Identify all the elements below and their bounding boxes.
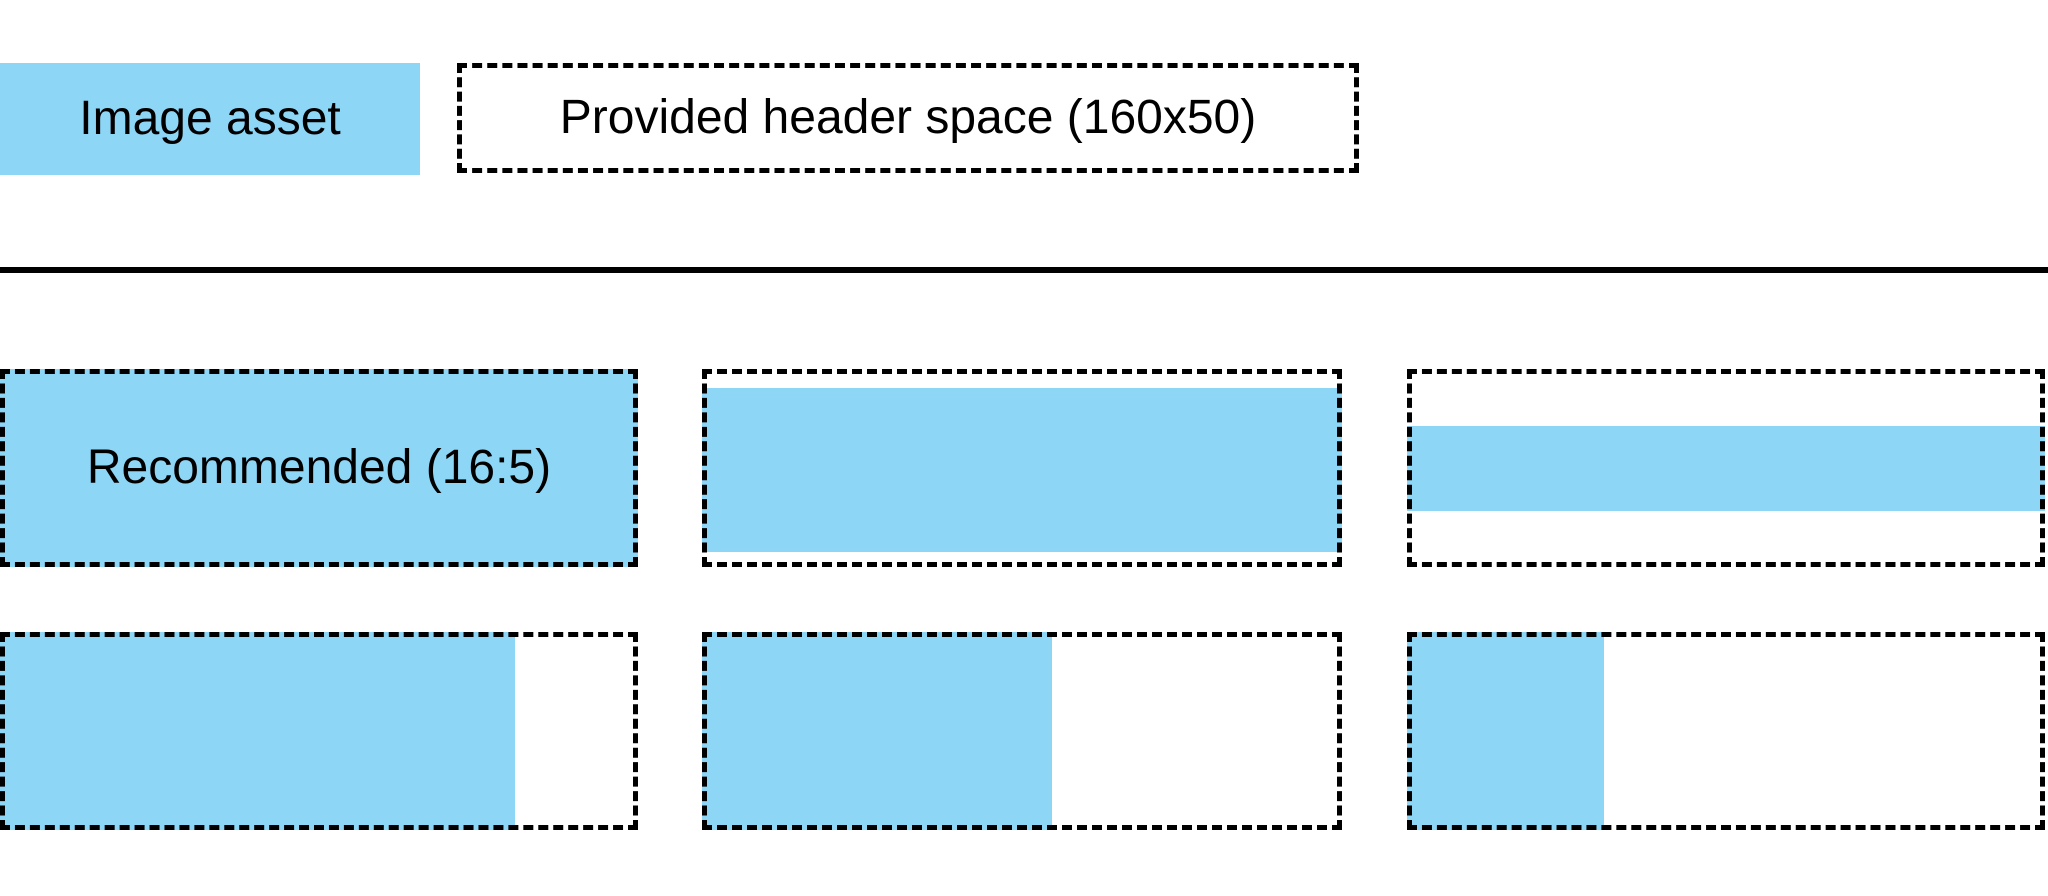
divider-line: [0, 267, 2048, 273]
example-recommended-16-5: Recommended (16:5): [0, 369, 638, 567]
image-asset-legend-swatch: Image asset: [0, 63, 420, 175]
example-full-width-thin-band: [1407, 369, 2045, 567]
image-asset-fill: [0, 369, 638, 567]
provided-header-space-legend-label: Provided header space (160x50): [559, 91, 1257, 144]
image-asset-fill: [702, 388, 1342, 552]
image-asset-fill: [1407, 426, 2045, 511]
provided-header-space-legend-box: Provided header space (160x50): [457, 63, 1359, 173]
example-full-height-left-narrow: [1407, 632, 2045, 830]
image-asset-legend-label: Image asset: [79, 92, 341, 145]
recommended-label: Recommended (16:5): [86, 441, 552, 494]
example-full-width-tall-band: [702, 369, 1342, 567]
example-full-height-left-wide: [0, 632, 638, 830]
image-asset-fill: [0, 632, 515, 830]
image-asset-fill: [1407, 632, 1605, 830]
example-full-height-left-medium: [702, 632, 1342, 830]
image-asset-fill: [702, 632, 1053, 830]
